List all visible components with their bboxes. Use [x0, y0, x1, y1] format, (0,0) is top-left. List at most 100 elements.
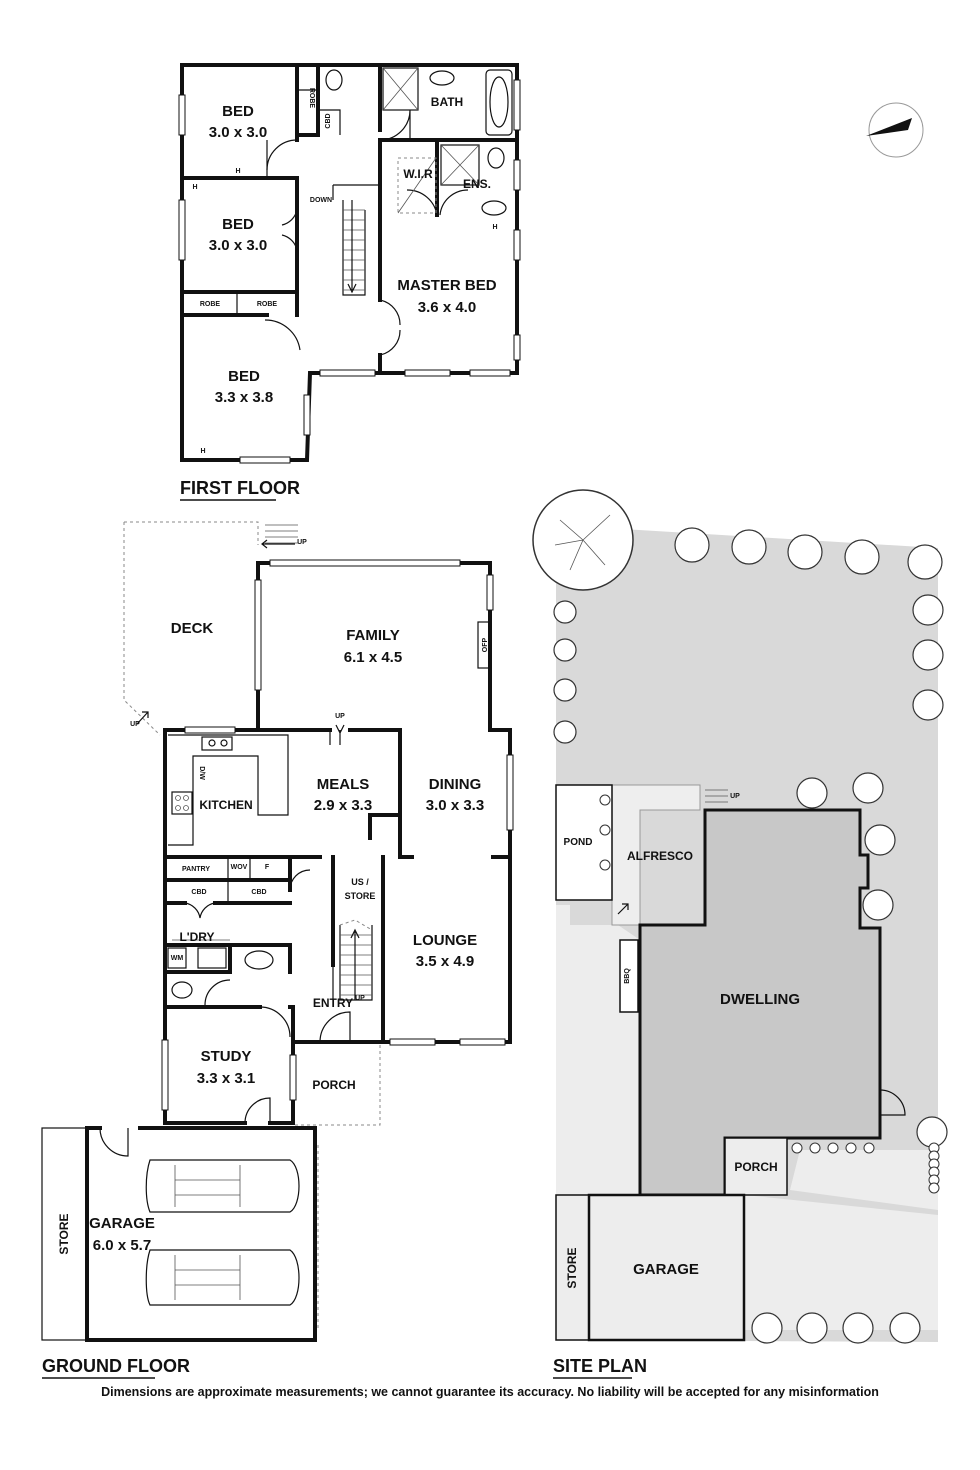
cbd-label-2: CBD [191, 889, 206, 896]
shrub-icon [842, 1312, 874, 1344]
heater-label-4: H [200, 448, 205, 455]
kitchen-label: KITCHEN [199, 798, 252, 812]
site-plan-heading: SITE PLAN [553, 1356, 647, 1376]
us-store-label-1: US / [351, 877, 369, 887]
pantry-label: PANTRY [182, 866, 210, 873]
shrub-icon [916, 1116, 948, 1148]
bed1-size: 3.0 x 3.0 [209, 124, 267, 141]
ldry-label: L'DRY [179, 930, 214, 944]
ground-floor-plan: DECK FAMILY 6.1 x 4.5 OFP MEALS 2.9 x 3.… [41, 521, 514, 1379]
site-pond-label: POND [564, 837, 593, 848]
site-store-label: STORE [565, 1247, 579, 1288]
garage-label: GARAGE [89, 1215, 155, 1232]
up-label-deck: UP [297, 539, 307, 546]
family-size: 6.1 x 4.5 [344, 649, 402, 666]
store-label: STORE [57, 1213, 71, 1254]
hedge-icon [863, 1142, 875, 1154]
shrub-icon [862, 889, 894, 921]
master-bed-size: 3.6 x 4.0 [418, 299, 476, 316]
shrub-icon [912, 639, 944, 671]
up-label-deck-2: UP [130, 721, 140, 728]
shrub-icon [796, 777, 828, 809]
shrub-icon [553, 678, 577, 702]
site-garage-label: GARAGE [633, 1261, 699, 1278]
cbd-label-3: CBD [251, 889, 266, 896]
site-porch-label: PORCH [734, 1160, 777, 1174]
robe-label-3: ROBE [257, 301, 278, 308]
car-icon-2 [145, 1249, 300, 1306]
tree-icon-large [532, 489, 634, 591]
us-store-label-2: STORE [345, 891, 376, 901]
cbd-label-1: CBD [325, 113, 332, 128]
bed2-label: BED [222, 216, 254, 233]
lounge-size: 3.5 x 4.9 [416, 953, 474, 970]
shrub-icon [912, 689, 944, 721]
shrub-icon [864, 824, 896, 856]
shrub-icon [553, 600, 577, 624]
hedge-icon [599, 859, 611, 871]
first-floor-heading: FIRST FLOOR [180, 478, 300, 498]
study-size: 3.3 x 3.1 [197, 1070, 255, 1087]
bed1-label: BED [222, 103, 254, 120]
site-alfresco-label: ALFRESCO [627, 849, 693, 863]
ens-label: ENS. [463, 177, 491, 191]
hedge-icon [791, 1142, 803, 1154]
master-bed-label: MASTER BED [397, 277, 496, 294]
entry-label: ENTRY [313, 996, 353, 1010]
bath-label: BATH [431, 95, 463, 109]
hedge-icon [845, 1142, 857, 1154]
dining-label: DINING [429, 776, 482, 793]
study-label: STUDY [201, 1048, 252, 1065]
deck-label: DECK [171, 620, 214, 637]
shrub-icon [751, 1312, 783, 1344]
site-dwelling-label: DWELLING [720, 991, 800, 1008]
bed3-size: 3.3 x 3.8 [215, 389, 273, 406]
meals-size: 2.9 x 3.3 [314, 797, 372, 814]
site-plan: POND ALFRESCO DWELLING BBQ PORCH GARAGE … [532, 489, 948, 1379]
family-label: FAMILY [346, 627, 400, 644]
robe-label-2: ROBE [200, 301, 221, 308]
first-floor-plan: BED 3.0 x 3.0 BED 3.0 x 3.0 BED 3.3 x 3.… [178, 63, 521, 501]
porch-label: PORCH [312, 1078, 355, 1092]
site-up-label: UP [730, 793, 740, 800]
hedge-icon [599, 824, 611, 836]
bed2-size: 3.0 x 3.0 [209, 237, 267, 254]
heater-label-1: H [235, 168, 240, 175]
fridge-label: F [265, 864, 270, 871]
wm-label: WM [171, 955, 184, 962]
heater-label-2: H [192, 184, 197, 191]
wir-label: W.I.R [403, 167, 433, 181]
hedge-icon [809, 1142, 821, 1154]
shrub-icon [912, 594, 944, 626]
shrub-icon [852, 772, 884, 804]
hedge-icon [599, 794, 611, 806]
up-label-family: UP [335, 713, 345, 720]
hedge-icon [827, 1142, 839, 1154]
garage-size: 6.0 x 5.7 [93, 1237, 151, 1254]
shrub-icon [907, 544, 943, 580]
shrub-icon [553, 638, 577, 662]
bed3-label: BED [228, 368, 260, 385]
shrub-icon [731, 529, 767, 565]
robe-label-1: ROBE [308, 88, 315, 109]
wov-label: WOV [231, 864, 248, 871]
ofp-label: OFP [482, 637, 489, 652]
shrub-icon [674, 527, 710, 563]
shrub-icon [844, 539, 880, 575]
shrub-icon [796, 1312, 828, 1344]
shrub-icon [553, 720, 577, 744]
ground-floor-heading: GROUND FLOOR [42, 1356, 190, 1376]
down-label: DOWN [310, 197, 332, 204]
meals-label: MEALS [317, 776, 370, 793]
compass-icon [866, 102, 924, 158]
site-bbq-label: BBQ [624, 968, 631, 984]
shrub-icon [787, 534, 823, 570]
heater-label-3: H [492, 224, 497, 231]
disclaimer-text: Dimensions are approximate measurements;… [101, 1385, 879, 1399]
hedge-icon [928, 1182, 940, 1194]
car-icon-1 [145, 1159, 300, 1213]
shrub-icon [889, 1312, 921, 1344]
dining-size: 3.0 x 3.3 [426, 797, 484, 814]
up-label-entry: UP [355, 995, 365, 1002]
